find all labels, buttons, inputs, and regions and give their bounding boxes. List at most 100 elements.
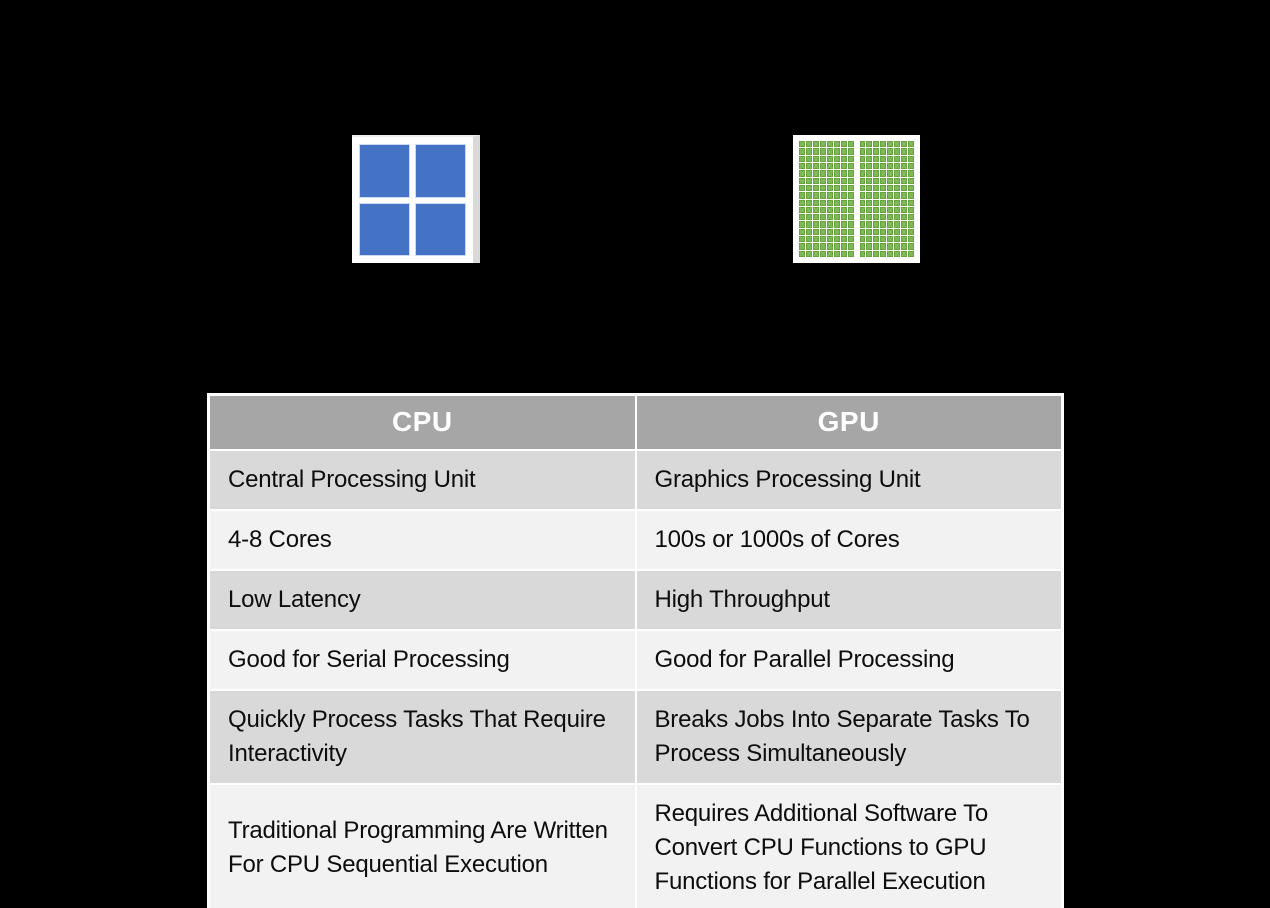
gpu-core-square — [805, 228, 812, 236]
gpu-core-square — [826, 148, 833, 155]
gpu-core-square — [840, 221, 847, 228]
gpu-core-square — [819, 141, 826, 148]
gpu-core-square — [840, 250, 847, 257]
gpu-core-square — [901, 236, 908, 243]
gpu-core-square — [901, 228, 908, 236]
gpu-core-square — [805, 199, 812, 206]
gpu-core-square — [859, 177, 866, 184]
gpu-core-square — [880, 243, 887, 250]
gpu-core-square — [819, 250, 826, 257]
gpu-core-square — [901, 155, 908, 162]
gpu-core-square — [805, 243, 812, 250]
gpu-core-square — [894, 155, 901, 162]
gpu-core-square — [826, 221, 833, 228]
cpu-cell: Low Latency — [207, 568, 637, 631]
gpu-core-square — [826, 192, 833, 199]
gpu-core-square — [833, 236, 840, 243]
gpu-core-square — [840, 170, 847, 177]
gpu-core-square — [901, 141, 908, 148]
gpu-core-square — [826, 184, 833, 192]
gpu-core-square — [880, 170, 887, 177]
gpu-core-square — [826, 250, 833, 257]
gpu-core-square — [826, 236, 833, 243]
gpu-core-square — [894, 177, 901, 184]
gpu-core-square — [805, 250, 812, 257]
gpu-core-square — [819, 148, 826, 155]
gpu-core-square — [826, 141, 833, 148]
gpu-core-square — [799, 170, 805, 177]
gpu-core-square — [894, 236, 901, 243]
gpu-core-square — [812, 170, 819, 177]
gpu-core-square — [805, 155, 812, 162]
gpu-core-square — [901, 148, 908, 155]
gpu-core-square — [908, 141, 914, 148]
gpu-core-square — [840, 228, 847, 236]
gpu-core-square — [799, 162, 805, 170]
gpu-core-square — [799, 236, 805, 243]
gpu-core-square — [819, 184, 826, 192]
gpu-core-square — [859, 141, 866, 148]
gpu-core-square — [894, 170, 901, 177]
gpu-core-square — [826, 206, 833, 214]
gpu-core-square — [819, 221, 826, 228]
gpu-core-square — [873, 243, 880, 250]
gpu-core-square — [880, 148, 887, 155]
gpu-core-square — [859, 184, 866, 192]
gpu-core-square — [812, 250, 819, 257]
cpu-column-header: CPU — [207, 393, 637, 451]
gpu-core-square — [826, 177, 833, 184]
gpu-core-square — [812, 162, 819, 170]
gpu-core-square — [812, 177, 819, 184]
gpu-core-square — [908, 214, 914, 221]
gpu-core-square — [819, 243, 826, 250]
gpu-core-square — [887, 155, 894, 162]
gpu-core-square — [887, 221, 894, 228]
gpu-core-square — [894, 250, 901, 257]
gpu-core-square — [847, 228, 854, 236]
gpu-core-square — [894, 228, 901, 236]
gpu-core-square — [901, 170, 908, 177]
gpu-core-square — [826, 170, 833, 177]
gpu-core-square — [799, 184, 805, 192]
gpu-core-square — [812, 192, 819, 199]
gpu-core-square — [799, 148, 805, 155]
gpu-core-square — [819, 192, 826, 199]
gpu-core-square — [901, 243, 908, 250]
gpu-core-square — [873, 141, 880, 148]
cpu-core-square — [359, 144, 410, 198]
gpu-core-square — [894, 221, 901, 228]
gpu-core-square — [859, 162, 866, 170]
gpu-core-square — [880, 141, 887, 148]
cpu-core-square — [415, 202, 466, 256]
gpu-core-square — [901, 214, 908, 221]
gpu-core-square — [859, 199, 866, 206]
cpu-cell: Central Processing Unit — [207, 448, 637, 511]
gpu-core-square — [799, 243, 805, 250]
gpu-core-square — [908, 155, 914, 162]
gpu-core-square — [819, 177, 826, 184]
gpu-core-square — [908, 199, 914, 206]
gpu-core-square — [833, 243, 840, 250]
gpu-core-square — [840, 199, 847, 206]
gpu-core-square — [887, 192, 894, 199]
gpu-core-square — [826, 199, 833, 206]
gpu-core-square — [840, 192, 847, 199]
gpu-core-square — [901, 250, 908, 257]
gpu-core-square — [873, 236, 880, 243]
gpu-core-square — [887, 206, 894, 214]
gpu-core-square — [908, 177, 914, 184]
gpu-core-square — [799, 214, 805, 221]
gpu-core-square — [819, 199, 826, 206]
gpu-core-square — [894, 206, 901, 214]
gpu-core-square — [812, 243, 819, 250]
table-head: CPU GPU — [207, 393, 1064, 451]
gpu-core-square — [812, 148, 819, 155]
gpu-core-block-right — [859, 141, 914, 257]
gpu-core-square — [908, 228, 914, 236]
gpu-core-square — [826, 214, 833, 221]
gpu-core-square — [840, 141, 847, 148]
gpu-core-square — [901, 199, 908, 206]
cpu-cores-image — [352, 135, 480, 263]
gpu-core-square — [833, 206, 840, 214]
